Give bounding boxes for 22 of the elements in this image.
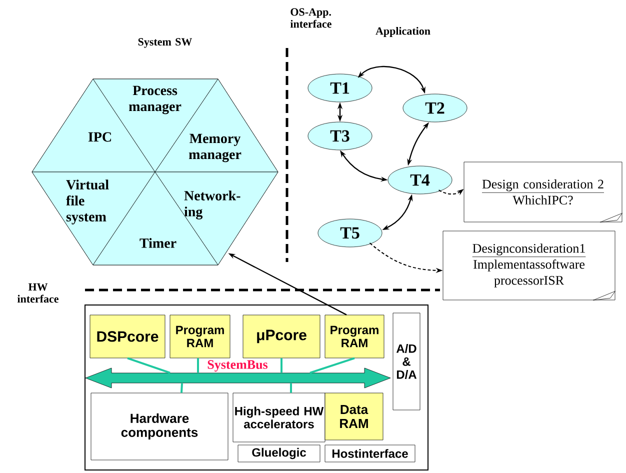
memory-block: Program RAM <box>170 314 230 358</box>
bus-link <box>197 358 199 373</box>
heading: OS-App. interface <box>290 8 332 28</box>
system-box <box>84 304 428 470</box>
logic-block: Gluelogic <box>238 444 320 462</box>
converter-block: A/D & D/A <box>392 312 420 410</box>
heading: HW interface <box>17 283 58 303</box>
memory-block: Program RAM <box>324 314 384 358</box>
interface-block: Hostinterface <box>324 444 416 462</box>
memory-block: Data RAM <box>324 392 384 440</box>
core-block: μPcore <box>242 314 320 358</box>
system-bus: SystemBus <box>85 360 391 388</box>
core-block: DSPcore <box>90 314 166 358</box>
bus-link <box>290 383 292 393</box>
heading: Application <box>376 27 430 37</box>
bus-link <box>180 383 183 393</box>
hardware-block: Hardware components <box>90 392 228 460</box>
bus-link <box>280 358 282 373</box>
note-box: Design consideration 2 WhichIPC? <box>464 162 622 222</box>
heading: System SW <box>138 38 192 48</box>
accelerator-block: High-speed HW accelerators <box>232 392 326 442</box>
note-box: Designconsideration1 Implementassoftware processorISR <box>442 230 616 300</box>
